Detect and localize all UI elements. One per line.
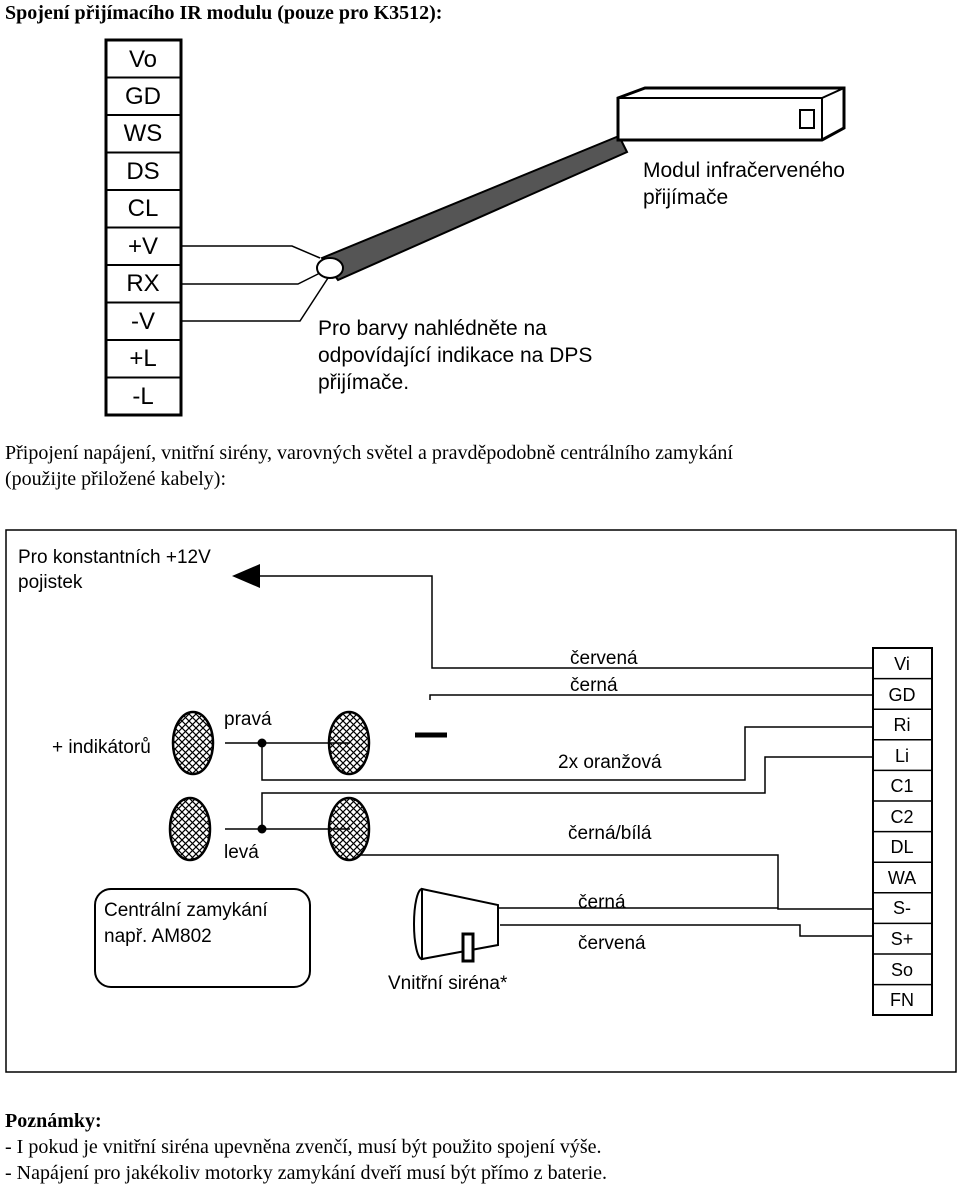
indicator-plus-label: + indikátorů <box>52 737 151 758</box>
central-locking-label: např. AM802 <box>104 926 212 947</box>
power-wiring-diagram: Vi GD Ri Li C1 C2 DL WA S- S+ So FN <box>5 529 957 1073</box>
indicator-lamps <box>168 710 371 862</box>
junction-dot <box>257 738 267 748</box>
ir-wires <box>181 245 329 322</box>
left-indicator-label: levá <box>224 842 259 863</box>
terminal-label: GD <box>889 685 916 705</box>
power-section-intro: Připojení napájení, vnitřní sirény, varo… <box>5 442 733 490</box>
cable-end <box>316 257 344 279</box>
siren-icon <box>413 887 499 963</box>
wire-label-siren-red: červená <box>578 933 646 954</box>
indicator-lamp-right-front <box>171 710 215 776</box>
ir-pin-label: WS <box>124 120 163 147</box>
ir-pin-label: -L <box>132 383 153 410</box>
ir-cable <box>320 134 629 282</box>
terminal-label: C1 <box>890 776 913 796</box>
terminal-label: S- <box>893 898 911 918</box>
notes-title: Poznámky: <box>5 1110 102 1132</box>
constant-12v-label: Pro konstantních +12V <box>18 547 211 568</box>
ir-pin-label: RX <box>126 270 159 297</box>
terminal-label: DL <box>890 837 913 857</box>
constant-12v-label: pojistek <box>18 572 83 593</box>
central-locking-box <box>94 888 311 988</box>
note-line: - I pokud je vnitřní siréna upevněna zve… <box>5 1136 602 1158</box>
ir-pin-label: Vo <box>129 46 157 73</box>
color-note-line: Pro barvy nahlédněte na <box>318 317 547 340</box>
terminal-label: So <box>891 960 913 980</box>
terminal-label: FN <box>890 990 914 1010</box>
color-note-line: přijímače. <box>318 371 409 394</box>
terminal-label: C2 <box>890 807 913 827</box>
arrow-constant-12v <box>232 564 260 588</box>
module-label-line: přijímače <box>643 186 728 209</box>
wire-label-siren-black: černá <box>578 892 626 913</box>
siren-label: Vnitřní siréna* <box>388 973 508 994</box>
terminal-block: Vi GD Ri Li C1 C2 DL WA S- S+ So FN <box>872 647 933 1016</box>
indicator-lamp-right-rear <box>327 710 371 776</box>
junction-dot <box>257 824 267 834</box>
terminal-label: Vi <box>894 654 910 674</box>
central-locking-label: Centrální zamykání <box>104 900 268 921</box>
right-indicator-label: pravá <box>224 709 272 730</box>
indicator-lamp-left-rear <box>327 796 371 862</box>
indicator-lamp-left-front <box>168 796 212 862</box>
ir-module-diagram: Vo GD WS DS CL +V RX -V +L -L Modul infr… <box>104 38 846 417</box>
terminal-label: Ri <box>894 715 911 735</box>
module-label-line: Modul infračerveného <box>643 159 845 182</box>
color-note-line: odpovídající indikace na DPS <box>318 344 592 367</box>
ir-pin-label: +L <box>129 345 156 372</box>
ir-section-title: Spojení přijímacího IR modulu (pouze pro… <box>5 2 443 24</box>
wire-label-black-white: černá/bílá <box>568 823 652 844</box>
terminal-label: S+ <box>891 929 914 949</box>
ir-module-box <box>616 86 846 142</box>
wire-label-black: černá <box>570 675 618 696</box>
notes: Poznámky: - I pokud je vnitřní siréna up… <box>5 1108 607 1186</box>
note-line: - Napájení pro jakékoliv motorky zamykán… <box>5 1162 608 1184</box>
ir-pin-label: +V <box>128 233 158 260</box>
ir-sensor-window <box>799 109 815 129</box>
ir-pin-label: GD <box>125 83 161 110</box>
terminal-label: Li <box>895 746 909 766</box>
power-wires <box>225 575 873 937</box>
ir-pin-label: DS <box>126 158 159 185</box>
wire-label-red: červená <box>570 648 638 669</box>
ir-pin-label: -V <box>131 308 155 335</box>
terminal-label: WA <box>888 868 916 888</box>
wire-label-orange: 2x oranžová <box>558 752 662 773</box>
ir-pin-label: CL <box>128 195 159 222</box>
